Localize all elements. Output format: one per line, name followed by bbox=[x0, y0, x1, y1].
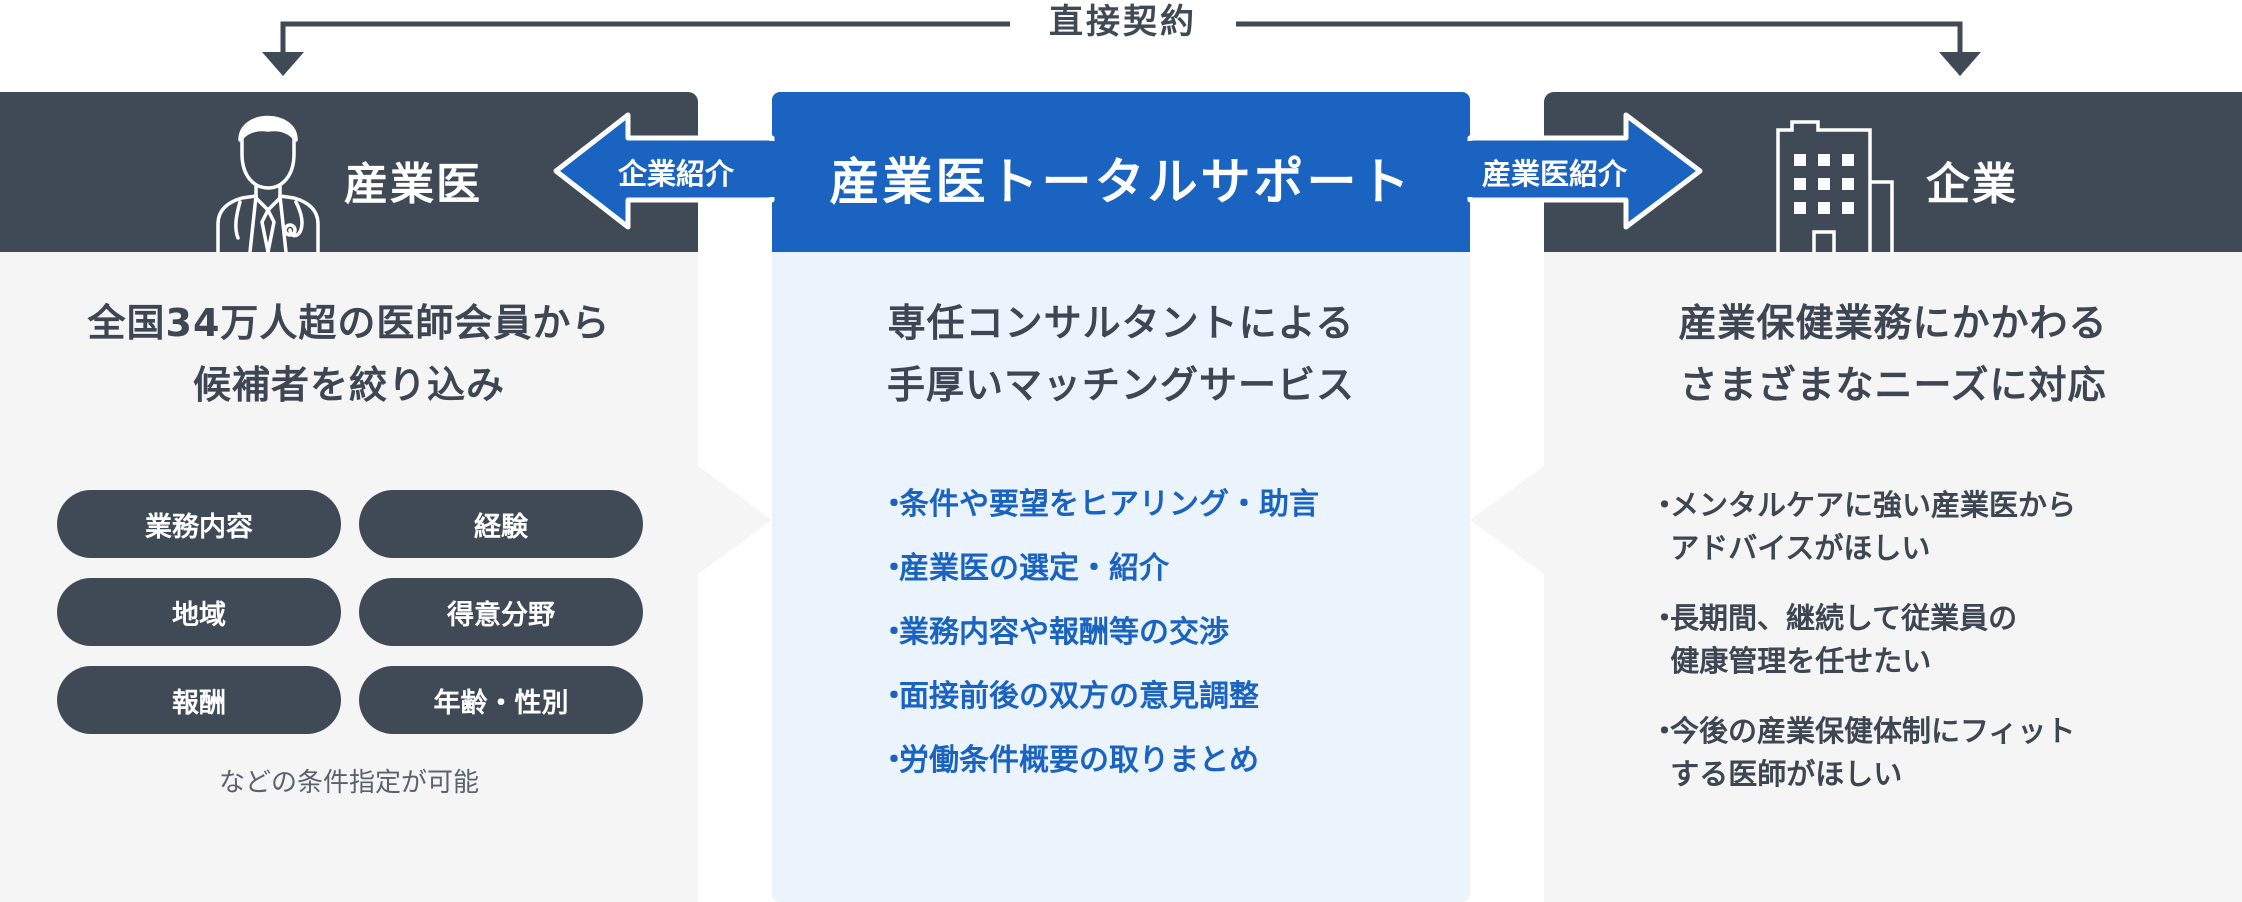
support-lead-line-1: 専任コンサルタントによる bbox=[887, 301, 1355, 345]
doctor-panel-header: 産業医 bbox=[0, 92, 698, 252]
company-referral-label: 企業紹介 bbox=[618, 157, 735, 191]
condition-pill-region: 地域 bbox=[57, 578, 341, 646]
doctor-lead-line-1: 全国34万人超の医師会員から bbox=[87, 301, 611, 345]
support-panel-body: 専任コンサルタントによる 手厚いマッチングサービス ・条件や要望をヒアリング・助… bbox=[772, 252, 1470, 902]
arrow-head-down-right-icon bbox=[1939, 52, 1981, 76]
support-item-text: 面接前後の双方の意見調整 bbox=[899, 679, 1259, 714]
support-panel-header: 産業医トータルサポート bbox=[772, 92, 1470, 252]
bullet-mark: ・ bbox=[879, 615, 909, 650]
needs-list-item: ・長期間、継続して従業員の 健康管理を任せたい bbox=[1650, 597, 2076, 683]
bullet-mark: ・ bbox=[879, 679, 909, 714]
company-lead: 産業保健業務にかかわる さまざまなニーズに対応 bbox=[1544, 292, 2242, 416]
bullet-mark: ・ bbox=[879, 743, 909, 778]
arrow-head-down-left-icon bbox=[262, 52, 304, 76]
support-list-item: ・条件や要望をヒアリング・助言 bbox=[879, 484, 1319, 526]
condition-pill-age-gender: 年齢・性別 bbox=[359, 666, 643, 734]
needs-list: ・メンタルケアに強い産業医から アドバイスがほしい ・長期間、継続して従業員の … bbox=[1650, 484, 2076, 823]
company-lead-line-1: 産業保健業務にかかわる bbox=[1678, 301, 2108, 345]
bullet-mark: ・ bbox=[1650, 488, 1680, 522]
needs-item-text: 今後の産業保健体制にフィット する医師がほしい bbox=[1670, 714, 2076, 791]
direct-contract-label: 直接契約 bbox=[1010, 0, 1236, 44]
support-list-item: ・労働条件概要の取りまとめ bbox=[879, 740, 1319, 782]
doctor-lead: 全国34万人超の医師会員から 候補者を絞り込み bbox=[0, 292, 698, 416]
support-list-item: ・面接前後の双方の意見調整 bbox=[879, 676, 1319, 718]
support-panel: 産業医トータルサポート 専任コンサルタントによる 手厚いマッチングサービス ・条… bbox=[772, 92, 1470, 902]
condition-pill-duties: 業務内容 bbox=[57, 490, 341, 558]
bullet-mark: ・ bbox=[879, 487, 909, 522]
left-connector-notch bbox=[698, 466, 772, 574]
needs-list-item: ・今後の産業保健体制にフィット する医師がほしい bbox=[1650, 710, 2076, 796]
support-list-item: ・産業医の選定・紹介 bbox=[879, 548, 1319, 590]
support-lead: 専任コンサルタントによる 手厚いマッチングサービス bbox=[772, 292, 1470, 416]
condition-pill-salary: 報酬 bbox=[57, 666, 341, 734]
condition-pill-experience: 経験 bbox=[359, 490, 643, 558]
company-panel-header: 企業 bbox=[1544, 92, 2242, 252]
bullet-mark: ・ bbox=[1650, 714, 1680, 748]
condition-pills: 業務内容 経験 地域 得意分野 報酬 年齢・性別 bbox=[57, 490, 643, 734]
doctor-panel-body: 全国34万人超の医師会員から 候補者を絞り込み 業務内容 経験 地域 得意分野 … bbox=[0, 252, 698, 902]
support-item-text: 条件や要望をヒアリング・助言 bbox=[899, 487, 1319, 522]
bullet-mark: ・ bbox=[1650, 601, 1680, 635]
doctor-title: 産業医 bbox=[344, 159, 482, 210]
right-connector-notch bbox=[1470, 466, 1544, 574]
doctor-icon bbox=[216, 115, 320, 252]
support-title: 産業医トータルサポート bbox=[829, 153, 1413, 211]
conditions-note: などの条件指定が可能 bbox=[218, 768, 479, 798]
needs-item-text: 長期間、継続して従業員の 健康管理を任せたい bbox=[1670, 601, 2018, 678]
company-panel: 企業 産業保健業務にかかわる さまざまなニーズに対応 ・メンタルケアに強い産業医… bbox=[1544, 92, 2242, 902]
support-list-item: ・業務内容や報酬等の交渉 bbox=[879, 612, 1319, 654]
support-item-text: 産業医の選定・紹介 bbox=[899, 551, 1169, 586]
company-panel-body: 産業保健業務にかかわる さまざまなニーズに対応 ・メンタルケアに強い産業医から … bbox=[1544, 252, 2242, 902]
doctor-panel: 産業医 全国34万人超の医師会員から 候補者を絞り込み 業務内容 経験 地域 得… bbox=[0, 92, 698, 902]
needs-list-item: ・メンタルケアに強い産業医から アドバイスがほしい bbox=[1650, 484, 2076, 570]
building-icon bbox=[1776, 120, 1894, 252]
bullet-mark: ・ bbox=[879, 551, 909, 586]
support-item-text: 業務内容や報酬等の交渉 bbox=[899, 615, 1229, 650]
company-lead-line-2: さまざまなニーズに対応 bbox=[1679, 363, 2107, 407]
needs-item-text: メンタルケアに強い産業医から アドバイスがほしい bbox=[1670, 488, 2077, 565]
company-title: 企業 bbox=[1926, 159, 2018, 210]
doctor-referral-label: 産業医紹介 bbox=[1482, 157, 1628, 191]
support-item-text: 労働条件概要の取りまとめ bbox=[899, 743, 1259, 778]
support-lead-line-2: 手厚いマッチングサービス bbox=[886, 363, 1355, 407]
support-list: ・条件や要望をヒアリング・助言 ・産業医の選定・紹介 ・業務内容や報酬等の交渉 … bbox=[879, 484, 1319, 804]
condition-pill-specialty: 得意分野 bbox=[359, 578, 643, 646]
doctor-lead-line-2: 候補者を絞り込み bbox=[192, 363, 505, 407]
